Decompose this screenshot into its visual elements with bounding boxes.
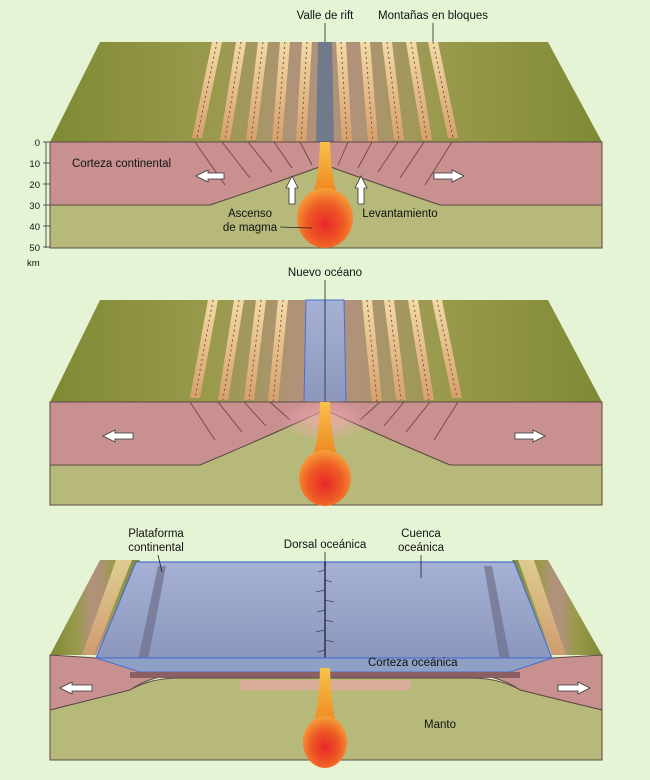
divergence-arrow-right [433,169,465,183]
label-ridge: Dorsal oceánica [284,539,367,551]
depth-axis: 0 10 20 30 40 50 km [27,138,50,269]
depth-tick-label: 30 [29,201,40,212]
left-shelf-scarp [82,560,132,655]
crust-faults [189,401,459,441]
magma-conduit [314,668,336,722]
panel-1-rift-valley: 0 10 20 30 40 50 km Valle de rift Montañ… [27,10,603,269]
depth-tick-label: 0 [35,138,40,149]
fault-lines [194,299,458,403]
label-uplift: Levantamiento [362,208,437,220]
depth-tick-label: 50 [29,243,40,254]
label-basin-1: Cuenca [401,528,441,540]
depth-tick-label: 40 [29,222,40,233]
magma-chamber [299,450,351,506]
left-continental-slope [138,566,166,660]
uplift-arrow-right [354,175,368,205]
label-shelf-2: continental [128,542,184,554]
magma-chamber [297,188,353,248]
uplift-arrow-left [285,175,299,205]
label-mantle: Manto [424,719,456,731]
right-shelf-scarp [518,560,566,655]
rift-valley [316,42,334,142]
right-continental-slope [484,566,510,660]
divergence-arrow-right [514,429,546,443]
panel-3-mature-ocean: Plataforma continental Dorsal oceánica C… [49,528,603,768]
divergence-arrow-left [59,681,93,695]
label-block-mountains: Montañas en bloques [378,10,488,22]
label-shelf-1: Plataforma [128,528,184,540]
divergence-arrow-left [102,429,134,443]
magma-chamber [303,716,347,768]
label-new-ocean: Nuevo océano [288,267,362,279]
label-rift-valley: Valle de rift [297,10,354,22]
label-magma-rise-2: de magma [223,222,278,234]
fault-scarps [192,42,458,142]
fault-lines [196,41,454,143]
divergence-arrow-left [195,169,225,183]
depth-unit: km [27,258,40,269]
depth-tick-label: 10 [29,159,40,170]
label-oceanic-crust: Corteza oceánica [368,657,458,669]
magma-conduit [314,142,336,190]
label-continental-crust: Corteza continental [72,158,171,170]
depth-tick-label: 20 [29,180,40,191]
magma-conduit [314,402,336,452]
divergence-arrow-right [557,681,591,695]
crust-faults [194,141,453,186]
ridge-transform-faults [315,569,335,653]
label-basin-2: oceánica [398,542,445,554]
panel-2-new-ocean: Nuevo océano [49,267,603,506]
label-magma-rise-1: Ascenso [228,208,272,220]
